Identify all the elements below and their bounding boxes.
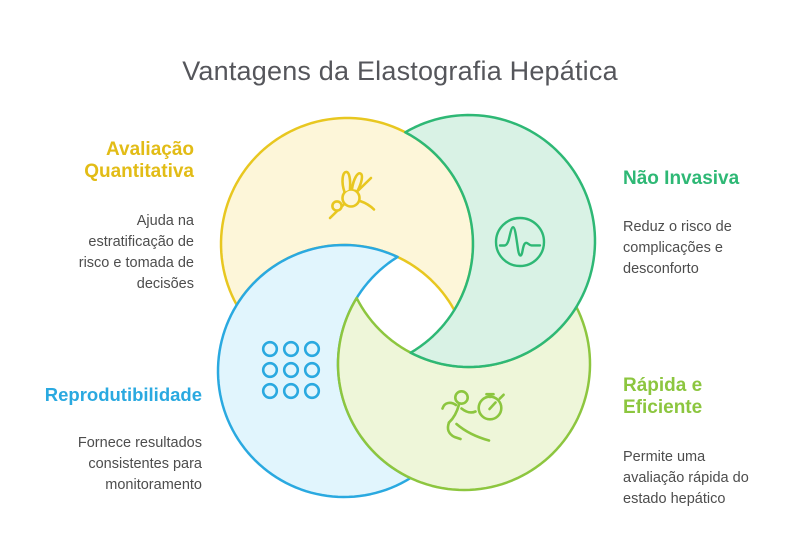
hand-needle-icon bbox=[328, 170, 376, 220]
dots-grid-icon bbox=[261, 340, 321, 400]
section-reprodutibilidade: Reprodutibilidade Fornece resultados con… bbox=[2, 366, 202, 514]
section-body-quantitativa: Ajuda na estratificação de risco e tomad… bbox=[78, 212, 194, 292]
section-heading-reprodutibilidade: Reprodutibilidade bbox=[44, 384, 202, 405]
page-title: Vantagens da Elastografia Hepática bbox=[182, 56, 618, 86]
section-body-nao-invasiva: Reduz o risco de complicações e desconfo… bbox=[623, 219, 732, 278]
section-heading-nao-invasiva: Não Invasiva bbox=[623, 168, 740, 189]
section-heading-quantitativa: Avaliação Quantitativa bbox=[84, 139, 194, 183]
pulse-icon bbox=[494, 216, 546, 268]
section-body-rapida-eficiente: Permite uma avaliação rápida do estado h… bbox=[623, 448, 749, 507]
section-rapida-eficiente: Rápida e Eficiente Permite uma avaliação… bbox=[623, 357, 788, 528]
runner-stopwatch-icon bbox=[441, 389, 505, 442]
section-body-reprodutibilidade: Fornece resultados consistentes para mon… bbox=[77, 434, 202, 493]
section-nao-invasiva: Não Invasiva Reduz o risco de complicaçõ… bbox=[623, 150, 788, 298]
section-heading-rapida-eficiente: Rápida e Eficiente bbox=[623, 375, 703, 419]
section-quantitativa: Avaliação Quantitativa Ajuda na estratif… bbox=[4, 121, 194, 313]
circle-nao-invasiva bbox=[404, 113, 597, 369]
